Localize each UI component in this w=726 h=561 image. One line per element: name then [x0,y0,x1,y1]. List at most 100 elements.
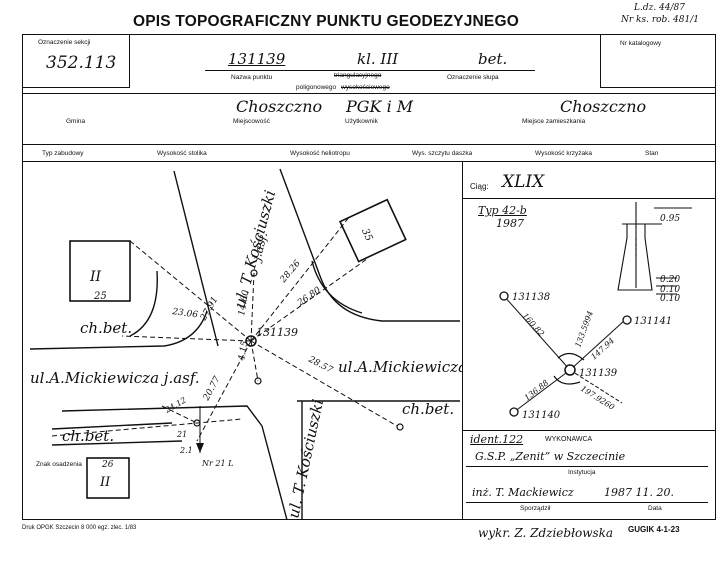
footer-panel-line [462,430,716,431]
wykonawca-label: WYKONAWCA [545,436,593,443]
street-mickiewicza-west: ul.A.Mickiewicza j.asf. [30,369,200,387]
dim-020: 0.20 [660,275,680,285]
ident-value: ident.122 [470,433,524,446]
dist-10: 21 [176,430,187,439]
nr-katalogowy-label: Nr katalogowy [620,40,662,47]
section-box [22,34,130,88]
form-frame [22,34,716,520]
instytucja-label: Instytucja [568,469,596,476]
chbet-2: ch.bet. [402,400,454,418]
row3-top-line [22,144,716,145]
building2-number: 35 [359,227,374,243]
poligonowego-label: poligonowego [296,84,337,91]
point-number: 131139 [228,50,286,68]
date-value: 1987 11. 20. [604,486,674,499]
monument-year: 1987 [496,217,524,230]
catalog-box [600,34,716,88]
sketch-top-line [22,161,716,162]
print-info: Druk OPGK Szczecin 8 000 egz. zlec. 1/83 [22,525,137,531]
building1-number: 25 [93,291,107,302]
center-point-label: 131139 [256,326,298,339]
net-dist-5: 197.9260 [579,384,616,412]
monument-type: Typ 42-b [478,204,527,217]
oznaczenie-slupa-label: Oznaczenie słupa [447,74,499,81]
wys-szczytu-daszka-label: Wys. szczytu daszka [412,150,473,157]
net-dist-2: 133.5994 [573,310,595,349]
miejscowosc-label: Miejscowość [233,118,270,125]
dist-7: 28.57 [306,354,335,376]
stan-label: Stan [645,150,659,157]
wysokosc-heliotropu-label: Wysokość heliotropu [290,150,350,157]
road-edge [173,170,219,347]
building-35 [338,198,407,263]
north-label: Nr 21 L [201,459,233,468]
oznaczenie-sekcji-label: Oznaczenie sekcji [38,39,91,46]
dist-3: 14.60 [237,289,251,316]
point-class: kl. III [357,50,399,68]
building-ii-26 [86,457,130,499]
typ-zabudowy-label: Typ zabudowy [42,150,84,157]
page-title: OPIS TOPOGRAFICZNY PUNKTU GEODEZYJNEGO [133,13,519,30]
wysokosc-stolika-label: Wysokość stolika [157,150,207,157]
right-panel-divider [462,161,463,520]
wysokosc-krzyzaka-label: Wysokość krzyżaka [535,150,593,157]
point-131141 [622,315,632,325]
sporzadzil-value: inż. T. Mackiewicz [472,486,574,499]
gugik-code: GUGIK 4-1-23 [628,525,680,534]
data-label: Data [648,505,662,512]
label-131140: 131140 [522,410,561,421]
dim-010a: 0.10 [660,285,680,295]
dist-9: 24.12 [163,395,188,415]
nazwa-punktu-label: Nazwa punktu [231,74,273,81]
miejscowosc-value: Choszczno [236,97,323,116]
struck-triangulacyjnego: triangulacyjnego [334,72,382,79]
dist-6: 4.15 [237,340,251,363]
point-131140 [509,407,519,417]
sporzadzil-underline [466,502,708,503]
dist-2: 27.91 [198,295,220,323]
drawn-by: wykr. Z. Zdziebłowska [478,526,614,540]
instytucja-underline [466,466,708,467]
center-point [245,335,257,347]
oznaczenie-sekcji-value: 352.113 [46,53,117,73]
ldz-number: L.dz. 44/87 [634,3,685,13]
dist-1: 23.06 [171,307,199,321]
building3-storeys: II [99,475,111,490]
dim-010b: 0.10 [660,294,680,304]
net-dist-1: 160.82 [521,311,546,338]
nr-ks-rob: Nr ks. rob. 481/1 [621,15,699,25]
dist-4: 28.26 [278,259,303,286]
miejsce-value: Choszczno [560,97,647,116]
label-131141: 131141 [634,316,672,327]
building3-number: 26 [101,460,114,470]
uzytkownik-value: PGK i M [346,97,414,116]
marker-type: bet. [478,50,508,68]
row2-top-line [22,93,716,94]
label-131139: 131139 [579,368,618,379]
point-131138 [499,291,509,301]
gmina-label: Gmina [66,118,86,125]
chbet-1: ch.bet. [80,319,132,337]
ciag-value: XLIX [502,172,545,192]
label-131138: 131138 [512,292,550,303]
miejsce-label: Miejsce zamieszkania [522,118,586,125]
building-ii-25 [69,240,131,302]
street-mickiewicza-east: ul.A.Mickiewicza [338,358,462,376]
struck-wysokosciowego: wysokościowego [341,84,390,91]
znak-osadzenia-label: Znak osadzenia [36,461,82,468]
sporzadzil-label: Sporządził [520,505,551,512]
chbet-3: ch.bet. [62,427,114,445]
instytucja-value: G.S.P. „Zenit” w Szczecinie [475,450,626,463]
ciag-underline [462,198,716,199]
dim-095: 0.95 [660,214,680,224]
control-network-diagram: 0.95 0.20 0.10 0.10 131138 131141 131139… [499,202,692,421]
point-131139 [564,364,576,376]
ciag-label: Ciąg: [470,182,489,191]
dist-5: 26.80 [295,285,323,309]
street-kosciuszki-lower: ul. T. Kościuszki [284,397,327,520]
name-underline [205,70,535,71]
net-dist-4: 136.88 [523,378,551,402]
building1-storeys: II [89,269,102,285]
topographic-sketch: II 25 35 II 26 131139 ul. T. Kościuszki … [29,168,462,520]
dist-11: 2.1 [179,446,193,455]
